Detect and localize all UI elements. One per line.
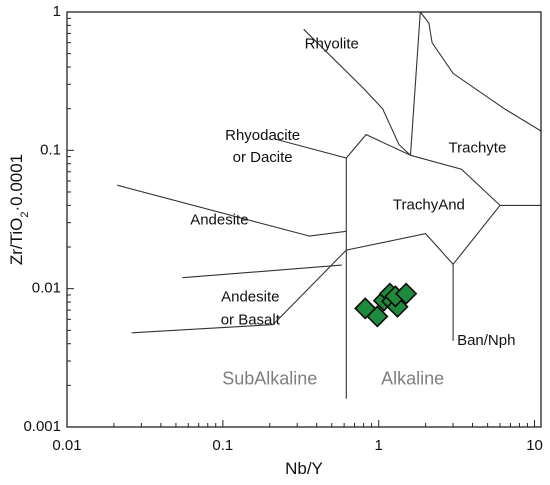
- field-boundary-line: [409, 11, 421, 156]
- y-axis-label-subscript: 2: [19, 212, 31, 218]
- region-label: Alkaline: [381, 368, 444, 388]
- y-tick-label: 0.01: [32, 280, 61, 297]
- field-boundary-line: [131, 204, 541, 334]
- field-boundary-line: [276, 133, 411, 159]
- x-tick-label: 0.01: [52, 437, 81, 454]
- field-boundary-line: [410, 154, 501, 206]
- field-label: Andesite: [190, 212, 248, 229]
- field-boundary-line: [117, 184, 347, 237]
- field-label: Andesite: [221, 289, 279, 306]
- x-tick-label: 10: [526, 437, 543, 454]
- field-label: Rhyolite: [305, 36, 359, 53]
- x-tick-label: 1: [375, 437, 383, 454]
- field-label: or Dacite: [233, 149, 293, 166]
- y-tick-label: 0.1: [40, 141, 61, 158]
- field-label: or Basalt: [221, 311, 281, 328]
- plot-frame: [66, 11, 542, 428]
- y-tick-label: 1: [53, 3, 61, 20]
- field-label: Trachyte: [449, 140, 507, 157]
- field-boundary-line: [182, 264, 342, 279]
- y-axis-label-tail: ·0.0001: [7, 154, 26, 212]
- field-boundary-line: [303, 28, 411, 156]
- region-label: SubAlkaline: [222, 368, 317, 388]
- field-label: Rhyodacite: [225, 127, 300, 144]
- y-axis-label-main: Zr/TiO: [7, 218, 26, 266]
- field-label: TrachyAnd: [393, 196, 465, 213]
- data-point-diamond: [366, 305, 389, 328]
- x-axis-label: Nb/Y: [285, 459, 323, 478]
- data-point-diamond: [395, 282, 418, 305]
- x-tick-label: 0.1: [212, 437, 233, 454]
- y-tick-label: 0.001: [23, 418, 61, 435]
- field-boundary-line: [419, 11, 542, 132]
- y-axis-label: Zr/TiO2·0.0001: [7, 154, 31, 265]
- field-label: Ban/Nph: [457, 332, 515, 349]
